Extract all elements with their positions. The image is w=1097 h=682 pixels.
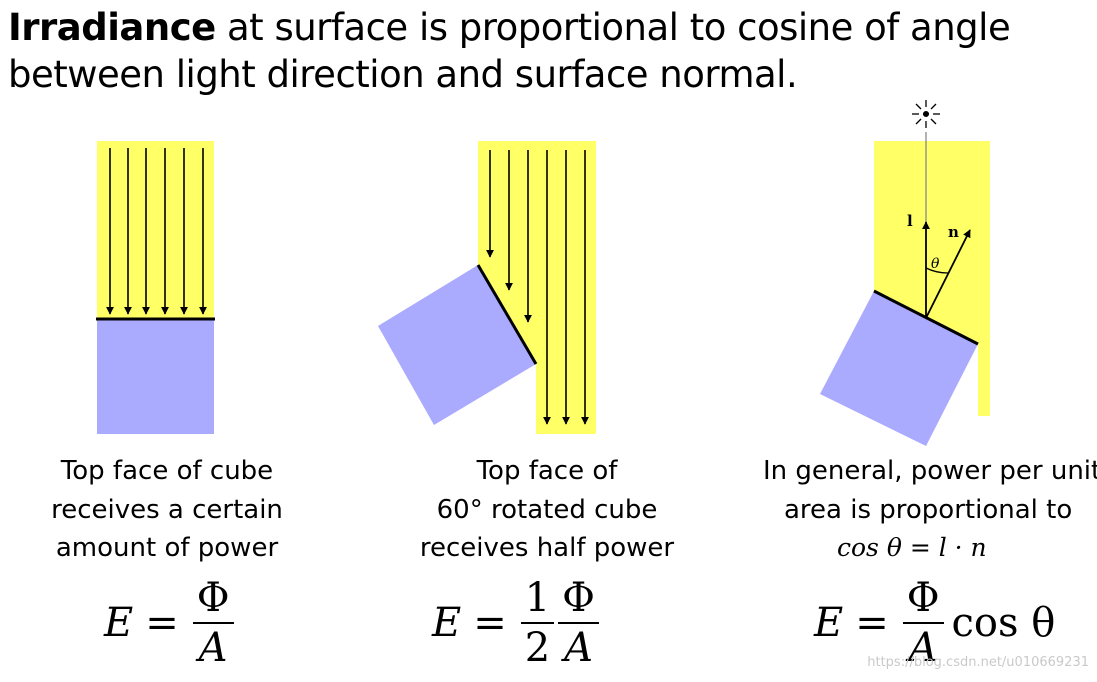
caption-line: receives a certain <box>51 494 283 525</box>
angle-arc <box>925 267 949 274</box>
light-beam <box>97 141 214 319</box>
title-line-2: between light direction and surface norm… <box>8 53 798 96</box>
fraction-bar <box>192 622 234 624</box>
caption-line: 60° rotated cube <box>436 494 658 525</box>
title-line-1: Irradiance at surface is proportional to… <box>8 4 1011 51</box>
formula-equals: = <box>473 600 507 646</box>
coefficient-denominator: 2 <box>524 625 551 671</box>
fraction-numerator: Φ <box>906 575 940 621</box>
formula-lhs: E <box>432 600 462 646</box>
caption-line: Top face of <box>476 456 618 486</box>
fraction-denominator: A <box>198 625 228 671</box>
light-rays <box>106 148 207 315</box>
fraction-denominator: A <box>564 625 594 671</box>
light-rays <box>486 150 589 425</box>
formula-panel-1: E = Φ A <box>104 578 236 668</box>
title-line-1-rest: at surface is proportional to cosine of … <box>215 6 1011 49</box>
caption-line: area is proportional to <box>784 494 1073 525</box>
watermark: https://blog.csdn.net/u010669231 <box>867 655 1089 670</box>
formula-equals: = <box>145 600 179 646</box>
caption-panel-2: Top face of 60° rotated cube receives ha… <box>377 452 717 568</box>
formula-equals: = <box>855 600 889 646</box>
coefficient-fraction: 1 2 <box>520 575 555 671</box>
sun-icon <box>912 100 940 128</box>
tilted-surface-line <box>476 264 538 365</box>
fraction-bar <box>902 622 944 624</box>
formula-panel-2: E = 1 2 Φ A <box>432 578 601 668</box>
light-label: l <box>907 212 913 230</box>
coefficient-numerator: 1 <box>524 575 551 621</box>
fraction-bar <box>558 622 599 624</box>
slide-title: Irradiance at surface is proportional to… <box>8 4 1011 98</box>
cosine-term: cos θ <box>951 600 1056 646</box>
caption-line: receives half power <box>419 533 675 563</box>
caption-line: Top face of cube <box>60 456 274 486</box>
panel-3-diagram: l n θ <box>820 100 990 446</box>
caption-equation: cos θ = l · n <box>837 533 987 562</box>
caption-panel-1: Top face of cube receives a certain amou… <box>0 452 337 568</box>
fraction: Φ A <box>192 575 234 671</box>
formula-lhs: E <box>104 600 134 646</box>
tilted-cube <box>820 291 978 446</box>
panel-2-diagram <box>378 141 596 434</box>
fraction-denominator: A <box>908 625 938 671</box>
caption-line: amount of power <box>55 533 279 563</box>
caption-panel-3: In general, power per unit area is propo… <box>757 452 1097 568</box>
rotated-cube <box>378 265 536 425</box>
light-beam <box>478 141 596 434</box>
fraction: Φ A <box>902 575 944 671</box>
formula-lhs: E <box>814 600 844 646</box>
normal-label: n <box>948 223 959 241</box>
angle-label: θ <box>931 256 940 272</box>
normal-vector <box>925 229 971 319</box>
fraction: Φ A <box>558 578 599 668</box>
formula-panel-3: E = Φ A cos θ <box>814 578 1055 668</box>
light-beam <box>874 141 990 416</box>
fraction-bar <box>520 622 555 624</box>
cube-face <box>97 319 214 434</box>
title-keyword: Irradiance <box>8 6 216 49</box>
caption-line: In general, power per unit <box>763 456 1097 486</box>
panel-1-diagram <box>96 141 215 434</box>
fraction-numerator: Φ <box>196 575 230 621</box>
fraction-numerator: Φ <box>562 575 595 621</box>
